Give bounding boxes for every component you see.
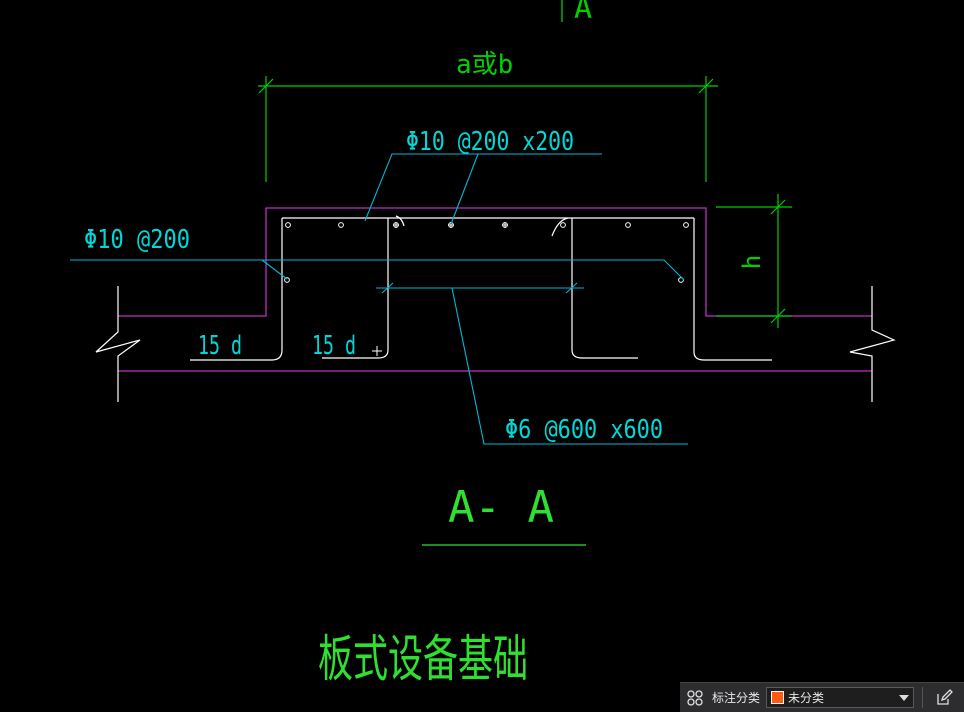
category-select[interactable]: 未分类 (766, 687, 915, 708)
toolbar-divider (922, 687, 924, 708)
side-rebar-label: Φ10 @200 (84, 225, 190, 255)
rebar-cage (190, 215, 772, 361)
section-cut-label: A (574, 0, 592, 26)
break-line-right (849, 286, 896, 402)
width-dimension (258, 76, 718, 182)
grid-icon[interactable] (680, 683, 710, 712)
category-label: 标注分类 (712, 691, 761, 705)
height-dimension-label: h (738, 255, 766, 269)
width-dimension-label: a或b (456, 50, 513, 80)
chevron-down-icon (899, 694, 910, 701)
tie-rebar-label: Φ6 @600 x600 (505, 415, 663, 445)
section-title: A- A (448, 482, 554, 533)
category-select-value: 未分类 (788, 691, 825, 705)
break-line-left (95, 286, 141, 402)
rebar-section-dots (284, 222, 689, 283)
height-dimension (716, 194, 792, 328)
edit-icon[interactable] (929, 683, 959, 712)
top-rebar-label: Φ10 @200 x200 (406, 127, 574, 157)
drawing-title: 板式设备基础 (318, 630, 528, 688)
anchor-length-left-label: 15 d (198, 331, 242, 361)
category-color-swatch (771, 691, 785, 704)
anchor-length-mid-label: 15 d (312, 331, 356, 361)
crosshair-marker (372, 346, 382, 356)
leader-lines (70, 153, 688, 445)
annotation-category-bar: 标注分类 未分类 (680, 682, 964, 712)
